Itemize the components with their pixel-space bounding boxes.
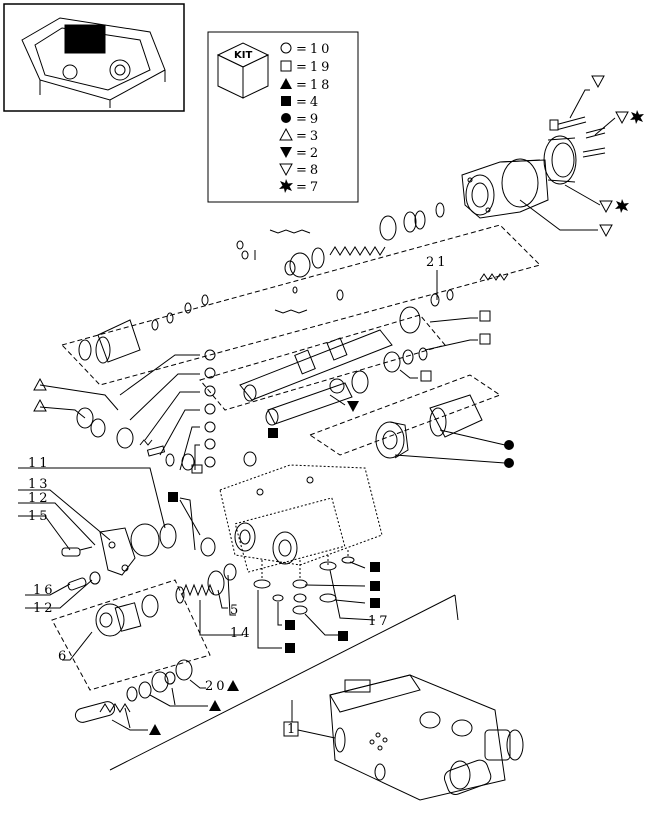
callout-circle-filled-icon — [504, 440, 514, 450]
callout-14: 14 — [230, 626, 253, 641]
callout-12-lower: 12 — [33, 601, 56, 616]
callout-square-filled-icon — [370, 581, 380, 591]
callout-square-icon — [479, 310, 491, 322]
callout-17: 17 — [368, 614, 391, 629]
callout-1: 1 — [287, 722, 298, 737]
callout-triangle-down-icon — [599, 224, 613, 237]
callout-triangle-down-filled-icon — [347, 401, 359, 412]
callout-triangle-filled-icon — [149, 724, 161, 735]
callout-13: 13 — [28, 477, 51, 492]
callout-square-filled-icon — [168, 492, 178, 502]
dashed-assembly-frames — [51, 224, 541, 691]
callout-square-filled-icon — [338, 631, 348, 641]
callout-5: 5 — [230, 603, 241, 618]
legend-triangle-qty: =3 — [296, 129, 321, 144]
callout-circle-icon — [204, 438, 216, 450]
callout-triangle-icon — [33, 378, 47, 391]
legend-square-qty: =19 — [296, 60, 332, 75]
callout-triangle-filled-icon — [227, 680, 239, 691]
actuator-housing-drawing — [461, 89, 616, 231]
assembled-valve-drawing — [109, 594, 524, 801]
callout-square-icon — [420, 370, 432, 382]
callout-6: 6 — [58, 649, 69, 664]
legend-triangle-filled-qty: =18 — [296, 78, 332, 93]
callout-12-upper: 12 — [28, 491, 51, 506]
callout-triangle-filled-icon — [209, 700, 221, 711]
callout-20: 20 — [205, 679, 228, 694]
kit-badge-label: KIT — [234, 50, 252, 61]
callout-16: 16 — [33, 583, 56, 598]
callout-circle-icon — [204, 385, 216, 397]
callout-15: 15 — [28, 509, 51, 524]
callout-square-filled-icon — [285, 620, 295, 630]
legend-circle-filled-icon — [281, 113, 291, 123]
thumbnail-frame — [3, 3, 185, 112]
callout-square-icon — [479, 333, 491, 345]
callout-labels: 21 11 13 12 15 16 12 5 14 17 6 20 1 — [28, 255, 449, 737]
callout-11: 11 — [28, 456, 51, 471]
callout-star-icon — [615, 199, 629, 213]
callout-triangle-down-icon — [615, 111, 629, 124]
kit-box-icon — [216, 42, 270, 99]
spool-parts-row — [39, 202, 509, 474]
callout-circle-icon — [204, 367, 216, 379]
callout-square-filled-icon — [268, 428, 278, 438]
callout-triangle-down-icon — [591, 75, 605, 88]
callout-circle-icon — [204, 403, 216, 415]
callout-square-filled-icon — [370, 598, 380, 608]
legend-circle-filled-qty: =9 — [296, 112, 321, 127]
callout-circle-icon — [204, 421, 216, 433]
kit-legend: KIT =10 =19 =18 =4 =9 =3 =2 =8 =7 — [207, 31, 359, 203]
legend-square-filled-qty: =4 — [296, 95, 321, 110]
valve-body-drawing — [18, 250, 383, 731]
callout-triangle-icon — [33, 399, 47, 412]
legend-triangle-down-filled-qty: =2 — [296, 146, 321, 161]
legend-square-filled-icon — [281, 96, 291, 106]
thumbnail-assembly-icon — [21, 17, 166, 108]
callout-circle-icon — [204, 456, 216, 468]
legend-triangle-down-qty: =8 — [296, 163, 321, 178]
legend-circle-qty: =10 — [296, 42, 332, 57]
callout-triangle-down-icon — [599, 200, 613, 213]
callout-star-icon — [630, 110, 644, 124]
callout-square-filled-icon — [370, 562, 380, 572]
callout-circle-filled-icon — [504, 458, 514, 468]
callout-square-filled-icon — [285, 643, 295, 653]
callout-21: 21 — [426, 255, 449, 270]
legend-star-qty: =7 — [296, 180, 321, 195]
